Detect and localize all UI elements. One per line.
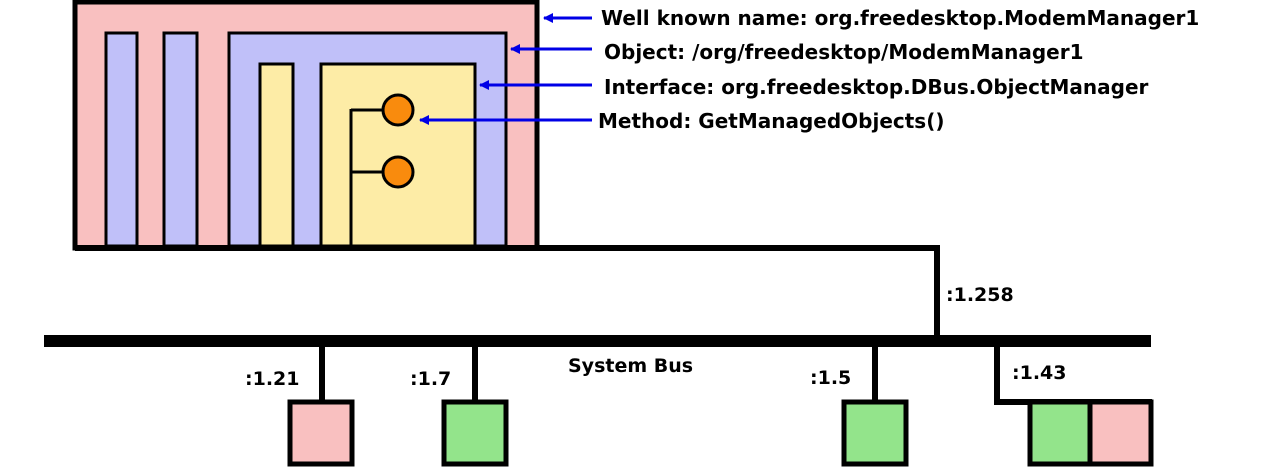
client-4-box-right	[1087, 399, 1154, 467]
client-1-box	[287, 399, 355, 467]
client-4-box-left	[1027, 399, 1093, 467]
label-interface: Interface: org.freedesktop.DBus.ObjectMa…	[604, 75, 1149, 99]
interface-column	[258, 62, 295, 248]
label-well-known-name: Well known name: org.freedesktop.ModemMa…	[601, 6, 1199, 30]
method-node-get-managed-objects	[381, 93, 415, 127]
object-column-2	[162, 31, 199, 248]
client-2-connection-label: :1.7	[410, 368, 451, 390]
client-1-connection-label: :1.21	[245, 368, 299, 390]
label-object: Object: /org/freedesktop/ModemManager1	[604, 40, 1084, 64]
interface-box	[319, 62, 477, 248]
connection-label-modem-manager: :1.258	[946, 284, 1014, 306]
client-2-box	[441, 399, 509, 467]
client-4-connection-label: :1.43	[1012, 362, 1066, 384]
system-bus-label: System Bus	[568, 355, 693, 377]
label-method: Method: GetManagedObjects()	[598, 109, 945, 133]
process-bus-connector	[75, 245, 940, 336]
method-node-2	[381, 155, 415, 189]
client-3-box	[841, 399, 909, 467]
client-3-connection-label: :1.5	[810, 367, 851, 389]
object-column-1	[104, 31, 139, 248]
